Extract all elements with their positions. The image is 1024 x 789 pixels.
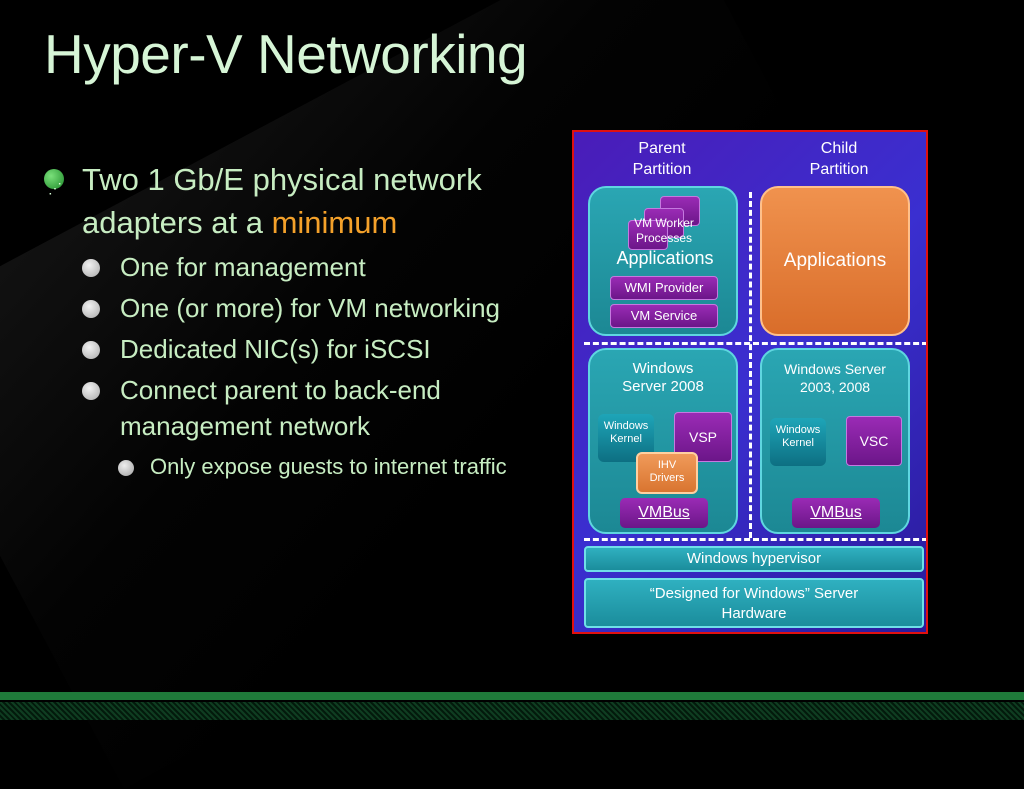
bullet-sub-4-text: Connect parent to back-end management ne…: [120, 375, 441, 441]
bullet-main: ⋰ Two 1 Gb/E physical network adapters a…: [44, 158, 524, 244]
child-partition-header: Child Partition: [809, 140, 869, 178]
bullet-dot-icon: [82, 382, 100, 400]
bullet-sub-2-text: One (or more) for VM networking: [120, 293, 501, 323]
bullet-sub-4: Connect parent to back-end management ne…: [44, 372, 524, 444]
parent-partition-header: Parent Partition: [632, 140, 692, 178]
child-os-label: Windows Server 2003, 2008: [784, 361, 886, 395]
vm-service-box: VM Service: [610, 304, 718, 328]
parent-applications-label: Applications: [616, 248, 714, 268]
bullet-dot-icon: [82, 300, 100, 318]
bullet-sub-4a-text: Only expose guests to internet traffic: [150, 454, 507, 479]
child-kernel-box: Windows Kernel: [770, 418, 826, 466]
bullet-dot-icon: [82, 259, 100, 277]
page-title: Hyper-V Networking: [44, 23, 528, 85]
mode-divider: [584, 342, 926, 345]
parent-vmbus-box: VMBus: [620, 498, 708, 528]
bullet-sub-4a: Only expose guests to internet traffic: [44, 452, 524, 482]
server-hardware-bar: “Designed for Windows” Server Hardware: [584, 578, 924, 628]
bullet-sub-1-text: One for management: [120, 252, 366, 282]
bullet-sub-3-text: Dedicated NIC(s) for iSCSI: [120, 334, 431, 364]
partition-divider: [749, 192, 752, 538]
bullet-list: ⋰ Two 1 Gb/E physical network adapters a…: [44, 158, 524, 482]
footer-stripe: [0, 702, 1024, 720]
hypervisor-divider: [584, 538, 926, 541]
vm-worker-label: VM Worker Processes: [634, 216, 694, 245]
bullet-sub-3: Dedicated NIC(s) for iSCSI: [44, 331, 524, 367]
parent-os-label: Windows Server 2008: [622, 360, 704, 395]
child-vmbus-box: VMBus: [792, 498, 880, 528]
bullet-dot-icon: [118, 460, 134, 476]
child-applications-box: Applications: [760, 186, 910, 336]
ihv-drivers-box: IHV Drivers: [636, 452, 698, 494]
bullet-main-text: Two 1 Gb/E physical network adapters at …: [82, 162, 482, 240]
bullet-sub-2: One (or more) for VM networking: [44, 290, 524, 326]
wmi-provider-box: WMI Provider: [610, 276, 718, 300]
windows-hypervisor-bar: Windows hypervisor: [584, 546, 924, 572]
bullet-dot-icon: [82, 341, 100, 359]
vsc-box: VSC: [846, 416, 902, 466]
vm-worker-stack-front: [628, 220, 668, 250]
hyperv-architecture-diagram: Parent Partition Child Partition VM Work…: [572, 130, 928, 634]
bullet-sub-1: One for management: [44, 249, 524, 285]
bullet-icon: ⋰: [44, 169, 64, 196]
bullet-main-highlight: minimum: [271, 205, 398, 240]
